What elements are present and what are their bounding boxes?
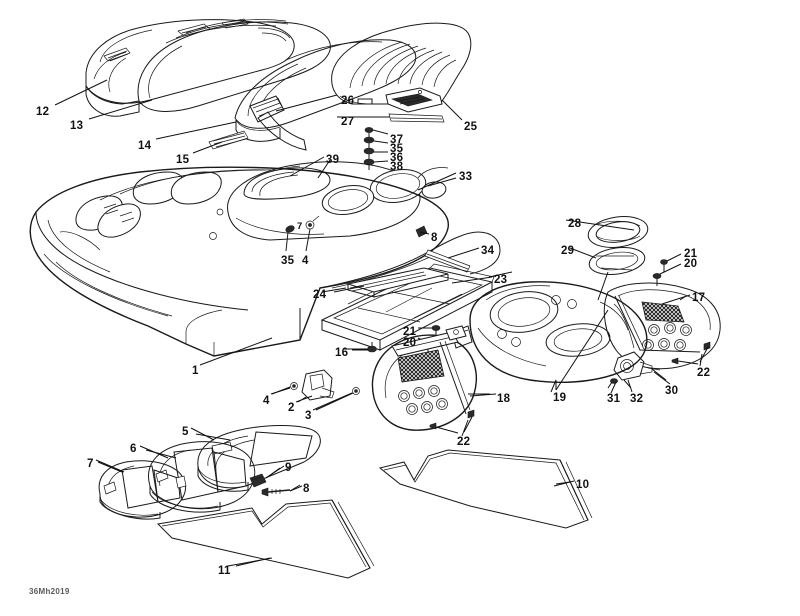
callout-20: 20 [403, 337, 417, 349]
part-8b-bolt [261, 484, 301, 497]
callout-37: 37 [390, 134, 404, 146]
part-15-strip [208, 130, 249, 150]
hull-side-vents [75, 195, 141, 238]
drawing-code: 36Mh2019 [29, 587, 70, 596]
fasteners-35b-4a [285, 215, 320, 252]
part-33-39-console [227, 159, 457, 241]
callout-8: 8 [303, 483, 310, 495]
part-18-intake-panel [371, 325, 490, 431]
callout-19: 19 [553, 392, 567, 404]
callout-25: 25 [464, 121, 478, 133]
callout-1: 1 [192, 365, 199, 377]
callout-4: 4 [263, 395, 270, 407]
part-12-13-rear-seat [85, 18, 331, 117]
callout-22: 22 [697, 367, 711, 379]
fasteners-22b [429, 409, 475, 434]
callout-18: 18 [497, 393, 511, 405]
part-34-trim-bar [424, 249, 471, 273]
part-23-24-floor-grate [320, 263, 513, 353]
callout-22: 22 [457, 436, 471, 448]
part-30-31-32-latch [607, 351, 667, 389]
callout-4: 4 [302, 255, 309, 267]
part-14-vent [249, 95, 285, 123]
part-8-clip-upper [415, 225, 428, 238]
callout-20: 20 [684, 258, 698, 270]
callout-21: 21 [684, 248, 698, 260]
callout-27: 27 [341, 116, 355, 128]
part-11-floor-mat-left [156, 499, 375, 579]
callout-12: 12 [36, 106, 50, 118]
callout-35: 35 [281, 255, 295, 267]
callout-26: 26 [341, 95, 355, 107]
callout-35: 35 [390, 143, 404, 155]
callout-5: 5 [182, 426, 189, 438]
callout-33: 33 [459, 171, 473, 183]
part-27-rail [388, 113, 445, 123]
callout-30: 30 [665, 385, 679, 397]
part-7-vent-grille-left [97, 460, 187, 520]
callout-36: 36 [390, 152, 404, 164]
fasteners-21a-20a [652, 253, 682, 286]
part-28-filler-ring [587, 216, 649, 248]
callout-10: 10 [576, 479, 590, 491]
callout-15: 15 [176, 154, 190, 166]
part-2-3-4b-bracket [271, 369, 360, 411]
part-10-floor-mat-right [378, 449, 593, 529]
callout-16: 16 [335, 347, 349, 359]
fastener-stack-37-35-36-38 [363, 127, 389, 170]
callout-29: 29 [561, 245, 575, 257]
callout-2: 2 [288, 402, 295, 414]
callout-24: 24 [313, 289, 327, 301]
part-29-filler-gasket [588, 247, 646, 301]
callout-11: 11 [218, 565, 231, 577]
callout-38: 38 [390, 161, 404, 173]
part-19-engine-cover [451, 281, 648, 391]
callout-17: 17 [692, 292, 706, 304]
callout-7: 7 [297, 221, 303, 232]
callout-32: 32 [630, 393, 644, 405]
callout-8: 8 [431, 232, 438, 244]
callout-31: 31 [607, 393, 621, 405]
callout-28: 28 [568, 218, 582, 230]
callout-14: 14 [138, 140, 152, 152]
callout-39: 39 [326, 154, 340, 166]
part-14-rear-cover [234, 39, 417, 151]
part-26-bracket [385, 87, 443, 113]
leader-lines [54, 79, 703, 567]
callout-3: 3 [305, 410, 312, 422]
callout-21: 21 [403, 326, 417, 338]
callout-6: 6 [130, 443, 137, 455]
callout-9: 9 [285, 462, 292, 474]
callout-7: 7 [87, 458, 94, 470]
callout-23: 23 [494, 274, 508, 286]
callout-13: 13 [70, 120, 84, 132]
part-1-hull-deck [29, 166, 501, 357]
callout-34: 34 [481, 245, 495, 257]
